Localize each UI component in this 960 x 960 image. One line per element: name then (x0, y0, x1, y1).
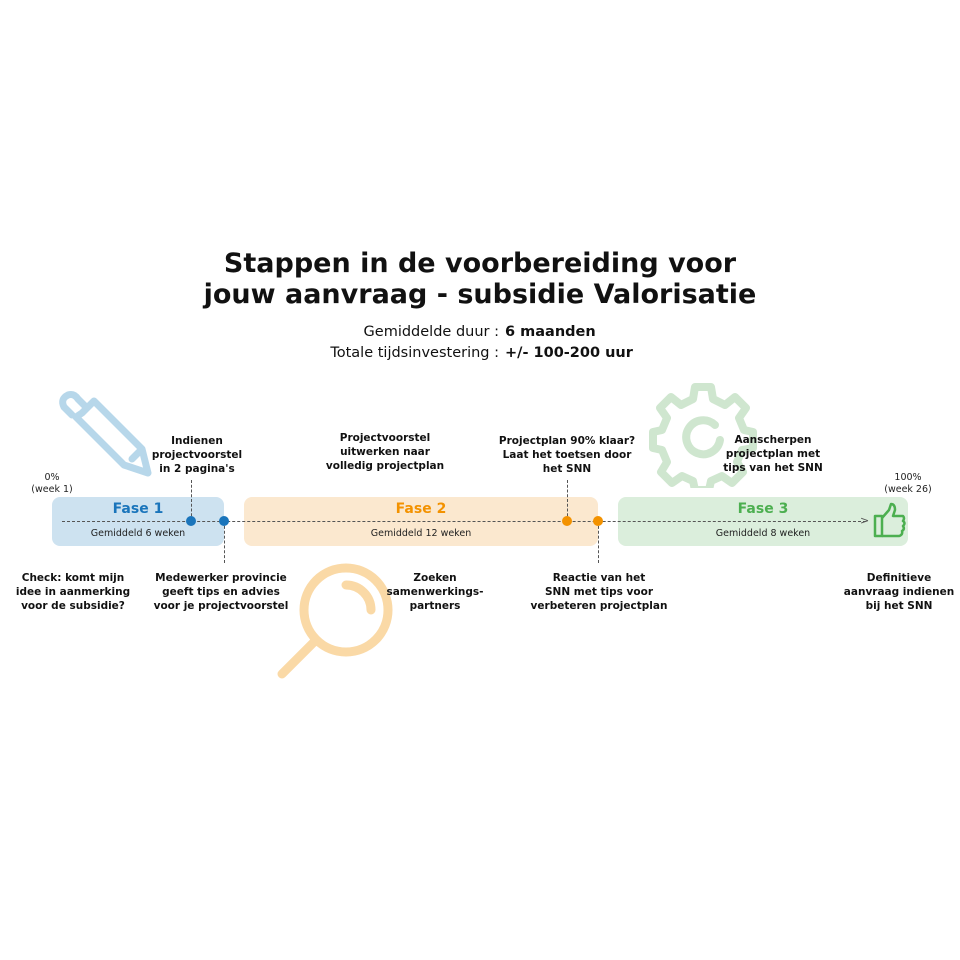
line: Zoeken (413, 572, 457, 584)
line: volledig projectplan (325, 460, 445, 472)
line: Projectplan 90% klaar? (498, 435, 636, 447)
step-label: Indienen projectvoorstel in 2 pagina's (117, 434, 277, 476)
milestone-dot (186, 516, 196, 526)
phase-1-label: Fase 1 (112, 501, 164, 517)
timeline-line (62, 521, 866, 522)
end-marker: 100%(week 26) (878, 472, 938, 496)
line: Indienen (171, 435, 223, 447)
line: samenwerkings- (386, 586, 484, 598)
milestone-dot (593, 516, 603, 526)
connector (191, 480, 192, 521)
line: idee in aanmerking (15, 586, 131, 598)
title-line-1: Stappen in de voorbereiding voor (223, 248, 737, 279)
line: geeft tips en advies (162, 586, 280, 598)
connector (567, 480, 568, 521)
step-label: Definitieve aanvraag indienen bij het SNN (819, 571, 960, 613)
line: verbeteren projectplan (530, 600, 668, 612)
step-label: Check: komt mijn idee in aanmerking voor d… (0, 571, 153, 613)
duration-label: Gemiddelde duur : (363, 324, 499, 340)
timeline-arrow-icon: > (860, 514, 870, 527)
line: Laat het toetsen door (502, 449, 632, 461)
line: aanvraag indienen (843, 586, 955, 598)
line: Projectvoorstel (339, 432, 431, 444)
line: projectplan met (725, 448, 821, 460)
start-marker: 0%(week 1) (22, 472, 82, 496)
start-week: (week 1) (31, 484, 73, 495)
step-label: Aanscherpen projectplan met tips van het S… (693, 433, 853, 475)
phase-3-label: Fase 3 (737, 501, 789, 517)
gear-icon (649, 383, 757, 488)
line: Check: komt mijn (21, 572, 125, 584)
thumbs-up-icon (873, 502, 906, 538)
title-line-2: jouw aanvraag - subsidie Valorisatie (203, 279, 757, 310)
phase-2-duration: Gemiddeld 12 weken (370, 528, 472, 539)
step-label: Projectvoorstel uitwerken naar volledig pr… (305, 431, 465, 473)
step-label: Medewerker provincie geeft tips en advies… (141, 571, 301, 613)
investment-label: Totale tijdsinvestering : (330, 345, 499, 361)
duration-value: 6 maanden (505, 324, 596, 340)
end-week: (week 26) (884, 484, 932, 495)
connector (598, 521, 599, 563)
line: projectvoorstel (151, 449, 243, 461)
connector (224, 521, 225, 563)
investment-value: +/- 100-200 uur (505, 345, 633, 361)
line: Medewerker provincie (155, 572, 287, 584)
start-pct: 0% (44, 472, 60, 483)
page-title: Stappen in de voorbereiding voor jouw aa… (0, 248, 960, 310)
line: partners (409, 600, 461, 612)
line: tips van het SNN (723, 462, 823, 474)
phase-3-duration: Gemiddeld 8 weken (715, 528, 811, 539)
line: bij het SNN (865, 600, 933, 612)
magnifier-icon (277, 563, 393, 679)
milestone-dot (219, 516, 229, 526)
milestone-dot (562, 516, 572, 526)
phase-1-duration: Gemiddeld 6 weken (90, 528, 186, 539)
end-pct: 100% (894, 472, 922, 483)
step-label: Zoeken samenwerkings-partners (355, 571, 515, 613)
line: uitwerken naar (340, 446, 430, 458)
phase-2-label: Fase 2 (395, 501, 447, 517)
line: Definitieve (866, 572, 932, 584)
line: Reactie van het (552, 572, 646, 584)
line: in 2 pagina's (159, 463, 235, 475)
step-label: Projectplan 90% klaar? Laat het toetsen d… (487, 434, 647, 476)
line: het SNN (542, 463, 592, 475)
line: SNN met tips voor (544, 586, 654, 598)
line: voor de subsidie? (21, 600, 125, 612)
line: voor je projectvoorstel (153, 600, 289, 612)
summary: Gemiddelde duur : 6 maanden Totale tijdsi… (0, 322, 960, 364)
line: Aanscherpen (734, 434, 812, 446)
pencil-icon (59, 391, 152, 477)
